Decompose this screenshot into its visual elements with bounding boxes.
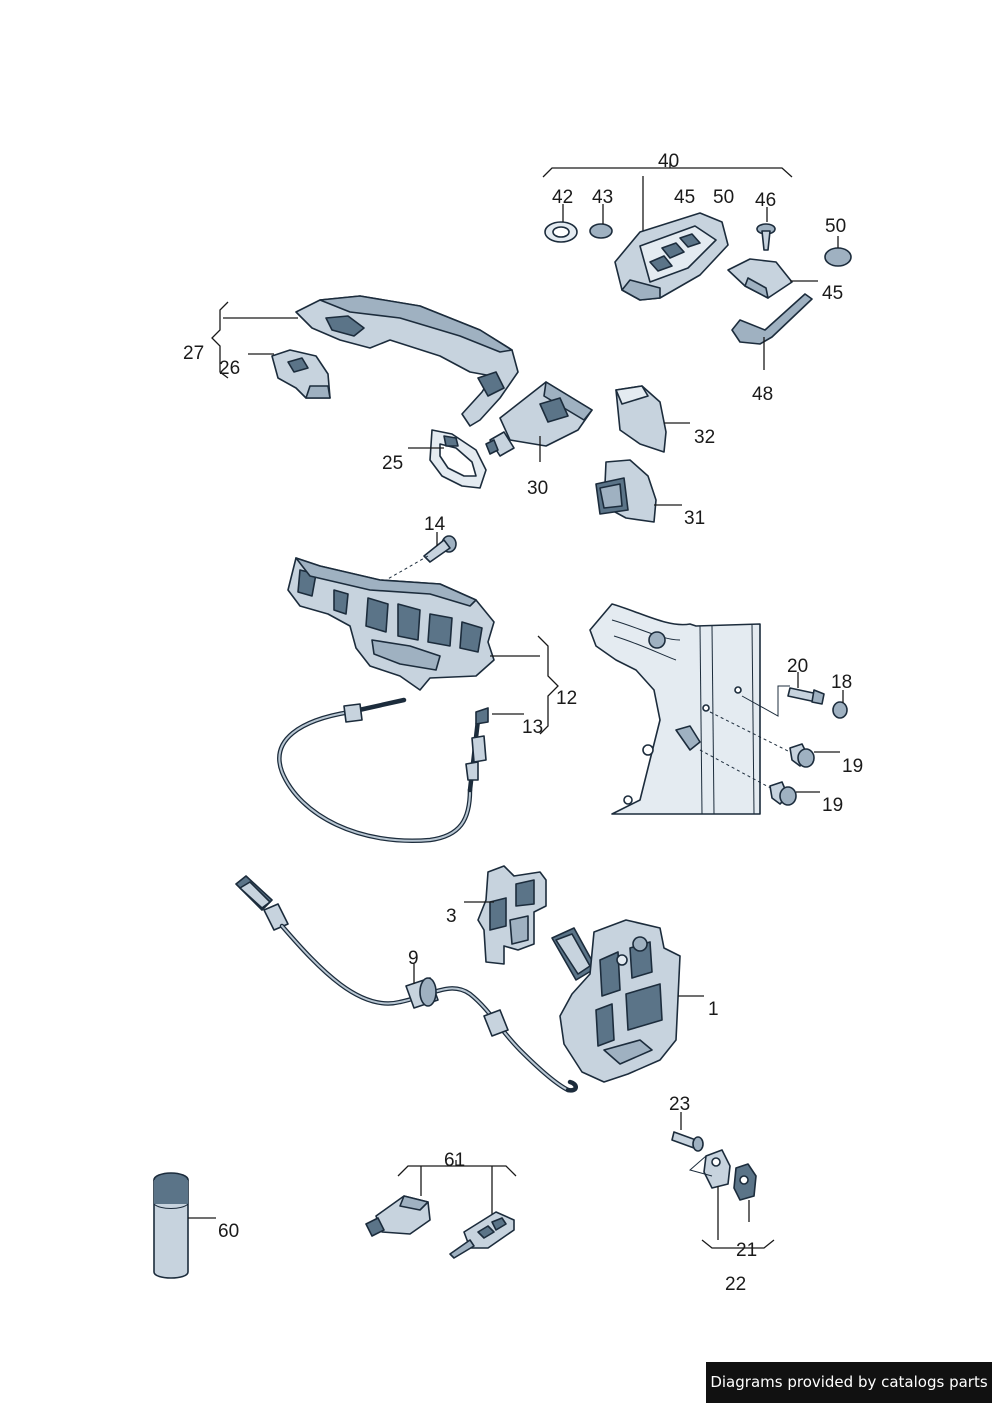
- callout-45-top: 45: [674, 187, 695, 208]
- part-23-bolt: [671, 1112, 704, 1152]
- part-32-cover-cap: [615, 385, 690, 453]
- callout-12: 12: [556, 688, 577, 709]
- callout-32: 32: [694, 427, 715, 448]
- callout-1: 1: [708, 999, 719, 1020]
- callout-61: 61: [444, 1150, 465, 1171]
- door-panel-section: [589, 603, 795, 815]
- callout-50: 50: [825, 216, 846, 237]
- callout-18: 18: [831, 672, 852, 693]
- part-20-screw: [787, 672, 825, 705]
- callout-13: 13: [522, 717, 543, 738]
- callout-23: 23: [669, 1094, 690, 1115]
- callout-labels: 40 42 43 45 50 46 50 45 48 27 26 25 30 3…: [183, 151, 863, 1295]
- callout-46: 46: [755, 190, 776, 211]
- part-13-bowden-cable: [277, 697, 524, 843]
- callout-45: 45: [822, 283, 843, 304]
- callout-40: 40: [658, 151, 679, 172]
- part-19-clip-lower: [769, 781, 820, 806]
- callout-9: 9: [408, 948, 419, 969]
- part-30-lock-cylinder: [485, 381, 593, 462]
- callout-43: 43: [592, 187, 613, 208]
- part-61-lock-set: [365, 1160, 517, 1259]
- callout-22: 22: [725, 1274, 746, 1295]
- part-14-screw: [385, 532, 457, 581]
- callout-19-upper: 19: [842, 756, 863, 777]
- callout-26: 26: [219, 358, 240, 379]
- part-31-cover-cap: [595, 459, 682, 523]
- callout-21: 21: [736, 1240, 757, 1261]
- attribution-footer: Diagrams provided by catalogs parts: [706, 1362, 992, 1403]
- callout-42: 42: [552, 187, 573, 208]
- part-21-striker-plate: [688, 1149, 775, 1249]
- callout-14: 14: [424, 514, 446, 535]
- callout-20: 20: [787, 656, 808, 677]
- callout-48: 48: [752, 384, 773, 405]
- part-40-key-housing-group: [542, 162, 852, 370]
- callout-50-top: 50: [713, 187, 734, 208]
- callout-30: 30: [527, 478, 548, 499]
- part-19-clip-upper: [789, 743, 840, 768]
- part-27-outer-door-handle: [211, 295, 519, 427]
- part-3-bracket: [464, 865, 547, 965]
- callout-19-lower: 19: [822, 795, 843, 816]
- part-18-nut: [832, 690, 848, 719]
- part-12-handle-carrier: [287, 557, 559, 735]
- callout-3: 3: [446, 906, 457, 927]
- callout-25: 25: [382, 453, 403, 474]
- callout-27: 27: [183, 343, 204, 364]
- part-9-release-cable: [235, 875, 578, 1093]
- part-25-gasket: [408, 429, 487, 489]
- callout-60: 60: [218, 1221, 239, 1242]
- callout-31: 31: [684, 508, 705, 529]
- part-1-door-lock: [551, 919, 704, 1083]
- part-60-grease-can: [153, 1172, 216, 1279]
